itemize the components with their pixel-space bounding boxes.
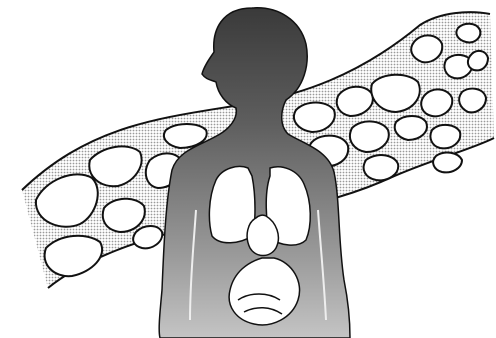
tissue-cell — [468, 51, 488, 70]
tissue-cell — [45, 236, 103, 276]
tissue-cell — [459, 89, 486, 113]
tissue-cell — [364, 155, 399, 180]
tissue-cell — [430, 125, 460, 148]
tissue-cell — [456, 24, 480, 43]
tissue-cell — [421, 89, 452, 116]
tissue-cell — [395, 116, 427, 140]
tissue-cell — [411, 35, 442, 62]
human-silhouette — [159, 8, 350, 338]
tissue-cell — [371, 75, 420, 112]
tissue-cell — [350, 121, 389, 152]
tissue-cell — [433, 153, 462, 173]
tissue-cell — [294, 103, 335, 133]
